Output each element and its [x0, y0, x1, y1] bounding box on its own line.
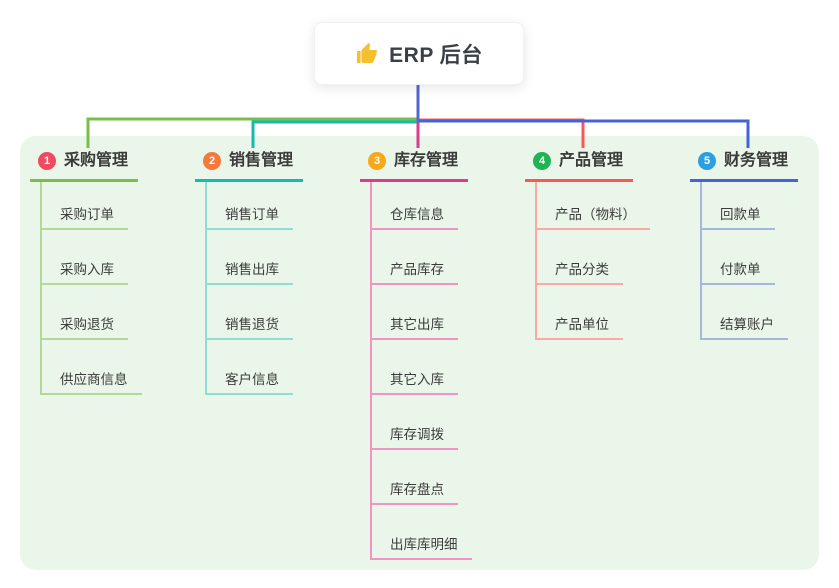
- node-item[interactable]: 产品单位: [537, 285, 623, 340]
- branch-1: 1 采购管理 采购订单 采购入库 采购退货 供应商信息: [30, 147, 142, 395]
- node-item[interactable]: 其它入库: [372, 340, 458, 395]
- branch-3-label: 库存管理: [394, 152, 459, 169]
- branch-4: 4 产品管理 产品（物料） 产品分类 产品单位: [525, 147, 650, 340]
- branch-3-badge: 3: [368, 152, 386, 170]
- branch-4-badge: 4: [533, 152, 551, 170]
- branch-5-badge: 5: [698, 152, 716, 170]
- branch-5-label: 财务管理: [724, 152, 789, 169]
- node-item[interactable]: 出库库明细: [372, 505, 472, 560]
- branch-4-header[interactable]: 4 产品管理: [525, 147, 634, 182]
- node-item[interactable]: 仓库信息: [372, 182, 458, 230]
- branch-1-header[interactable]: 1 采购管理: [30, 147, 139, 182]
- node-item[interactable]: 产品（物料）: [537, 182, 650, 230]
- node-item[interactable]: 客户信息: [207, 340, 293, 395]
- branch-2-children: 销售订单 销售出库 销售退货 客户信息: [205, 182, 293, 395]
- node-item[interactable]: 库存调拨: [372, 395, 458, 450]
- branch-2-header[interactable]: 2 销售管理: [195, 147, 304, 182]
- node-item[interactable]: 采购入库: [42, 230, 128, 285]
- node-item[interactable]: 销售退货: [207, 285, 293, 340]
- branch-1-children: 采购订单 采购入库 采购退货 供应商信息: [40, 182, 142, 395]
- node-item[interactable]: 产品分类: [537, 230, 623, 285]
- branch-2: 2 销售管理 销售订单 销售出库 销售退货 客户信息: [195, 147, 304, 395]
- root-title: ERP 后台: [389, 43, 483, 67]
- root-node[interactable]: ERP 后台: [314, 22, 524, 85]
- branch-1-badge: 1: [38, 152, 56, 170]
- thumbs-up-icon: [357, 42, 378, 63]
- node-item[interactable]: 结算账户: [702, 285, 788, 340]
- node-item[interactable]: 其它出库: [372, 285, 458, 340]
- node-item[interactable]: 销售订单: [207, 182, 293, 230]
- node-item[interactable]: 产品库存: [372, 230, 458, 285]
- branch-4-children: 产品（物料） 产品分类 产品单位: [535, 182, 650, 340]
- branch-5-header[interactable]: 5 财务管理: [690, 147, 799, 182]
- node-item[interactable]: 付款单: [702, 230, 775, 285]
- branch-3-header[interactable]: 3 库存管理: [360, 147, 469, 182]
- branch-2-badge: 2: [203, 152, 221, 170]
- node-item[interactable]: 回款单: [702, 182, 775, 230]
- branch-4-label: 产品管理: [559, 152, 624, 169]
- node-item[interactable]: 采购退货: [42, 285, 128, 340]
- branch-3: 3 库存管理 仓库信息 产品库存 其它出库 其它入库 库存调拨 库存盘点 出库库…: [360, 147, 472, 560]
- node-item[interactable]: 库存盘点: [372, 450, 458, 505]
- mindmap-panel: [20, 136, 819, 570]
- branch-3-children: 仓库信息 产品库存 其它出库 其它入库 库存调拨 库存盘点 出库库明细: [370, 182, 472, 560]
- branch-5-children: 回款单 付款单 结算账户: [700, 182, 788, 340]
- branch-2-label: 销售管理: [229, 152, 294, 169]
- branch-5: 5 财务管理 回款单 付款单 结算账户: [690, 147, 799, 340]
- node-item[interactable]: 销售出库: [207, 230, 293, 285]
- branch-1-label: 采购管理: [64, 152, 129, 169]
- node-item[interactable]: 供应商信息: [42, 340, 142, 395]
- node-item[interactable]: 采购订单: [42, 182, 128, 230]
